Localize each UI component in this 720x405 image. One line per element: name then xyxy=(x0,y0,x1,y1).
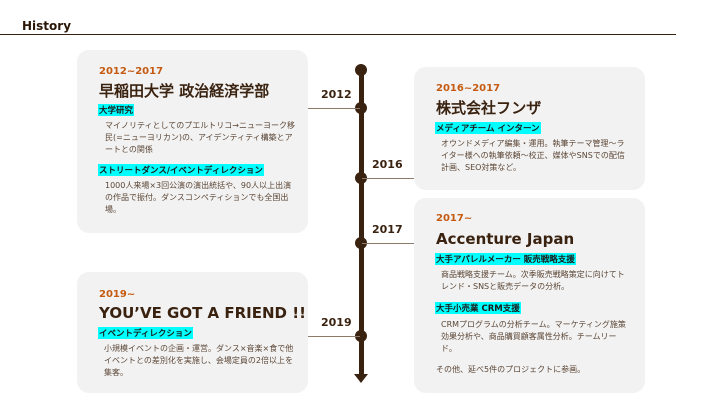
connector-2017 xyxy=(362,243,414,244)
card-tag: ストリートダンス/イベントディレクション xyxy=(98,164,264,176)
year-label-2012: 2012 xyxy=(321,88,352,101)
timeline-axis xyxy=(359,70,364,376)
connector-2019 xyxy=(308,336,360,337)
card-title: YOU’VE GOT A FRIEND !! xyxy=(99,304,306,322)
year-label-2016: 2016 xyxy=(372,158,403,171)
timeline-dot-2016 xyxy=(355,172,367,184)
year-label-2019: 2019 xyxy=(321,316,352,329)
card-period: 2012~2017 xyxy=(99,66,164,77)
card-period: 2017~ xyxy=(436,213,473,224)
card-title: Accenture Japan xyxy=(436,230,575,248)
card-title: 株式会社フンザ xyxy=(436,99,542,117)
connector-2016 xyxy=(362,178,414,179)
page-title: History xyxy=(22,19,72,33)
card-accenture: 2017~ Accenture Japan 大手アパレルメーカー 販売戦略支援 … xyxy=(414,198,645,393)
connector-2012 xyxy=(308,108,360,109)
card-period: 2019~ xyxy=(99,289,136,300)
timeline-dot-2019 xyxy=(355,330,367,342)
header-divider xyxy=(0,34,676,35)
card-description: 商品戦略支援チーム。次季販売戦略策定に向けてトレンド・SNSと販売データの分析。 xyxy=(441,270,625,291)
timeline-arrow-icon xyxy=(354,374,368,383)
card-tag: メディアチーム インターン xyxy=(435,122,541,134)
card-description: 小規模イベントの企画・運営。ダンス×音楽×食で他イベントとの差別化を実施し、会場… xyxy=(104,344,294,377)
card-description: CRMプログラムの分析チーム。マーケティング施策効果分析や、商品購買顧客属性分析… xyxy=(441,320,626,353)
card-ygaf: 2019~ YOU’VE GOT A FRIEND !! イベントディレクション… xyxy=(77,272,308,393)
card-tag: 大手アパレルメーカー 販売戦略支援 xyxy=(435,253,576,265)
card-description: 1000人来場×3回公演の演出統括や、90人以上出演の作品で振付。ダンスコンペテ… xyxy=(105,181,292,214)
card-period: 2016~2017 xyxy=(436,83,501,94)
card-note: その他、延べ5件のプロジェクトに参画。 xyxy=(436,365,586,374)
card-tag: 大手小売業 CRM支援 xyxy=(435,302,521,314)
card-description: マイノリティとしてのプエルトリコ→ニューヨーク移民(=ニューヨリカン)の、アイデ… xyxy=(105,121,295,154)
timeline-start-dot xyxy=(355,64,367,76)
card-waseda: 2012~2017 早稲田大学 政治経済学部 大学研究 マイノリティとしてのプエ… xyxy=(77,50,308,233)
timeline-dot-2017 xyxy=(355,237,367,249)
timeline-dot-2012 xyxy=(355,102,367,114)
card-tag: 大学研究 xyxy=(98,104,135,116)
card-title: 早稲田大学 政治経済学部 xyxy=(99,82,270,100)
card-hunza: 2016~2017 株式会社フンザ メディアチーム インターン オウンドメディア… xyxy=(414,67,645,190)
card-tag: イベントディレクション xyxy=(98,327,193,339)
year-label-2017: 2017 xyxy=(372,223,403,236)
card-description: オウンドメディア編集・運用。執筆テーマ管理～ライター様への執筆依頼～校正、媒体や… xyxy=(441,139,625,172)
